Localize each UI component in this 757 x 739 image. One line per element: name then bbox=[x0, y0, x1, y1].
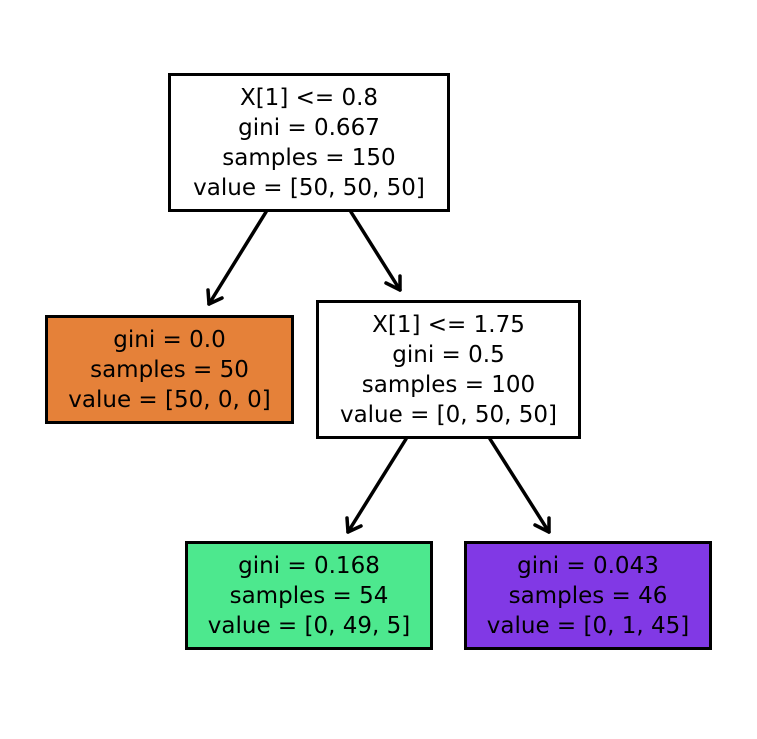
tree-node-right: X[1] <= 1.75 gini = 0.5 samples = 100 va… bbox=[316, 300, 581, 439]
node-gini: gini = 0.168 bbox=[238, 552, 380, 579]
node-gini: gini = 0.043 bbox=[517, 552, 659, 579]
node-gini: gini = 0.667 bbox=[238, 114, 380, 141]
node-samples: samples = 150 bbox=[222, 144, 396, 171]
node-samples: samples = 100 bbox=[361, 371, 536, 398]
tree-node-right-right-leaf: gini = 0.043 samples = 46 value = [0, 1,… bbox=[464, 541, 712, 650]
node-value: value = [0, 1, 45] bbox=[486, 612, 690, 639]
node-split-condition: X[1] <= 1.75 bbox=[372, 311, 525, 338]
node-value: value = [0, 49, 5] bbox=[207, 612, 411, 639]
tree-node-right-left-leaf: gini = 0.168 samples = 54 value = [0, 49… bbox=[185, 541, 433, 650]
edge-right-to-rr bbox=[488, 437, 551, 534]
node-samples: samples = 46 bbox=[508, 582, 668, 609]
edge-right-to-rl bbox=[345, 437, 408, 534]
node-value: value = [50, 50, 50] bbox=[193, 174, 425, 201]
edge-root-to-right bbox=[349, 210, 402, 292]
edge-root-to-left bbox=[206, 210, 268, 306]
tree-node-root: X[1] <= 0.8 gini = 0.667 samples = 150 v… bbox=[168, 73, 450, 212]
node-value: value = [0, 50, 50] bbox=[339, 401, 558, 428]
node-samples: samples = 50 bbox=[90, 356, 249, 383]
node-value: value = [50, 0, 0] bbox=[68, 386, 271, 413]
node-gini: gini = 0.5 bbox=[392, 341, 505, 368]
node-gini: gini = 0.0 bbox=[113, 326, 226, 353]
tree-node-left-leaf: gini = 0.0 samples = 50 value = [50, 0, … bbox=[45, 315, 294, 424]
node-split-condition: X[1] <= 0.8 bbox=[239, 84, 379, 111]
node-samples: samples = 54 bbox=[229, 582, 389, 609]
